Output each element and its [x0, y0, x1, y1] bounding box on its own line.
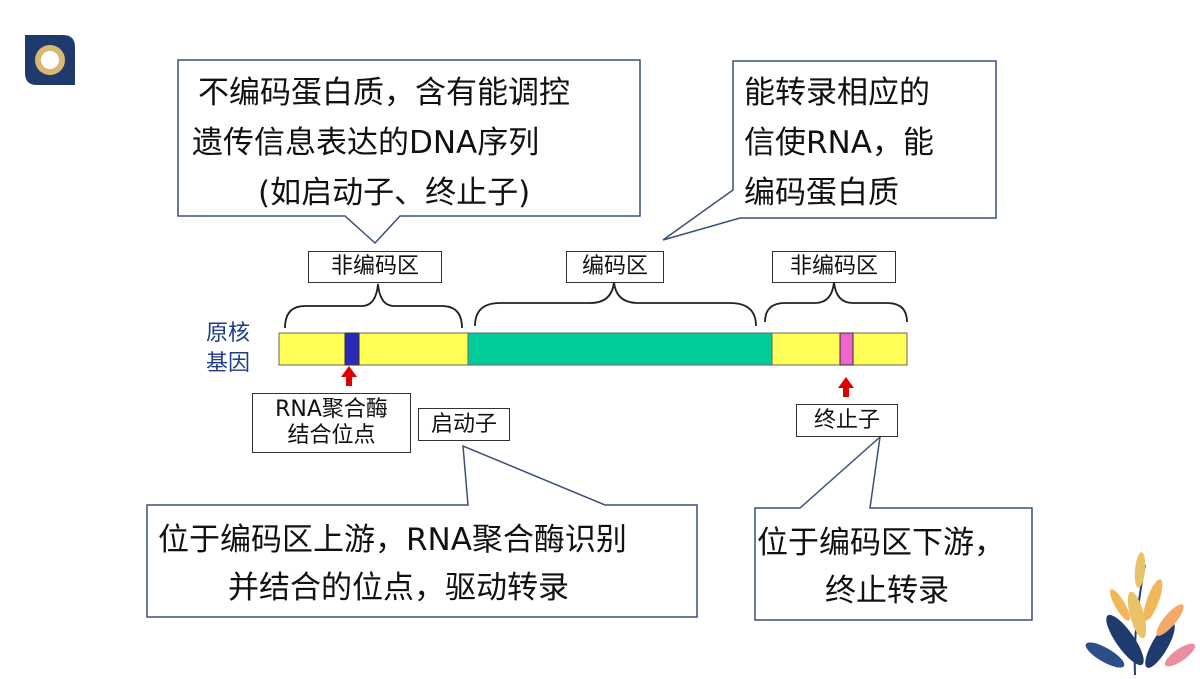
- gene-noncoding-left: [278, 332, 469, 366]
- site-label-rna-pol: RNA聚合酶 结合位点: [252, 393, 411, 453]
- callout-top-right-shape: [662, 60, 997, 241]
- callout-bottom-left-shape: [146, 444, 698, 618]
- callout-top-right-line2: 信使RNA，能: [744, 125, 934, 161]
- callout-bottom-right-shape: [754, 435, 1033, 621]
- site-label-terminator: 终止子: [796, 404, 898, 437]
- callout-top-left-shape: [177, 59, 641, 245]
- arrow-rna-pol: [341, 366, 357, 386]
- callout-bottom-left-line1: 位于编码区上游，RNA聚合酶识别: [158, 522, 627, 558]
- site-label-promoter: 启动子: [418, 408, 510, 441]
- arrow-terminator: [838, 377, 854, 397]
- gene-terminator: [839, 332, 854, 366]
- gene-rna-pol-site: [344, 332, 360, 366]
- region-label-noncoding-right: 非编码区: [772, 251, 896, 283]
- gene-label-line1: 原核: [206, 321, 251, 346]
- callout-bottom-right-line2: 终止转录: [825, 573, 949, 609]
- callout-top-right-line1: 能转录相应的: [744, 75, 930, 111]
- gene-label-line2: 基因: [206, 351, 251, 376]
- gene-coding: [467, 332, 773, 366]
- region-label-noncoding-left: 非编码区: [308, 251, 442, 283]
- site-label-rna-pol-line1: RNA聚合酶: [275, 397, 388, 422]
- brace-noncoding-left: [284, 283, 463, 329]
- brace-noncoding-right: [764, 281, 908, 323]
- callout-bottom-left-line2: 并结合的位点，驱动转录: [228, 570, 569, 606]
- callout-top-left-line1: 不编码蛋白质，含有能调控: [198, 75, 570, 111]
- decorative-plant-icon: [1075, 545, 1200, 676]
- site-label-rna-pol-line2: 结合位点: [287, 423, 376, 448]
- callout-top-left-line2: 遗传信息表达的DNA序列: [192, 125, 540, 161]
- callout-top-right-line3: 编码蛋白质: [744, 175, 899, 211]
- callout-bottom-right-line1: 位于编码区下游，: [757, 525, 1005, 561]
- brace-coding: [474, 281, 757, 327]
- logo-icon: [25, 35, 75, 85]
- region-label-coding: 编码区: [566, 251, 664, 283]
- callout-top-left-line3: (如启动子、终止子): [258, 175, 531, 211]
